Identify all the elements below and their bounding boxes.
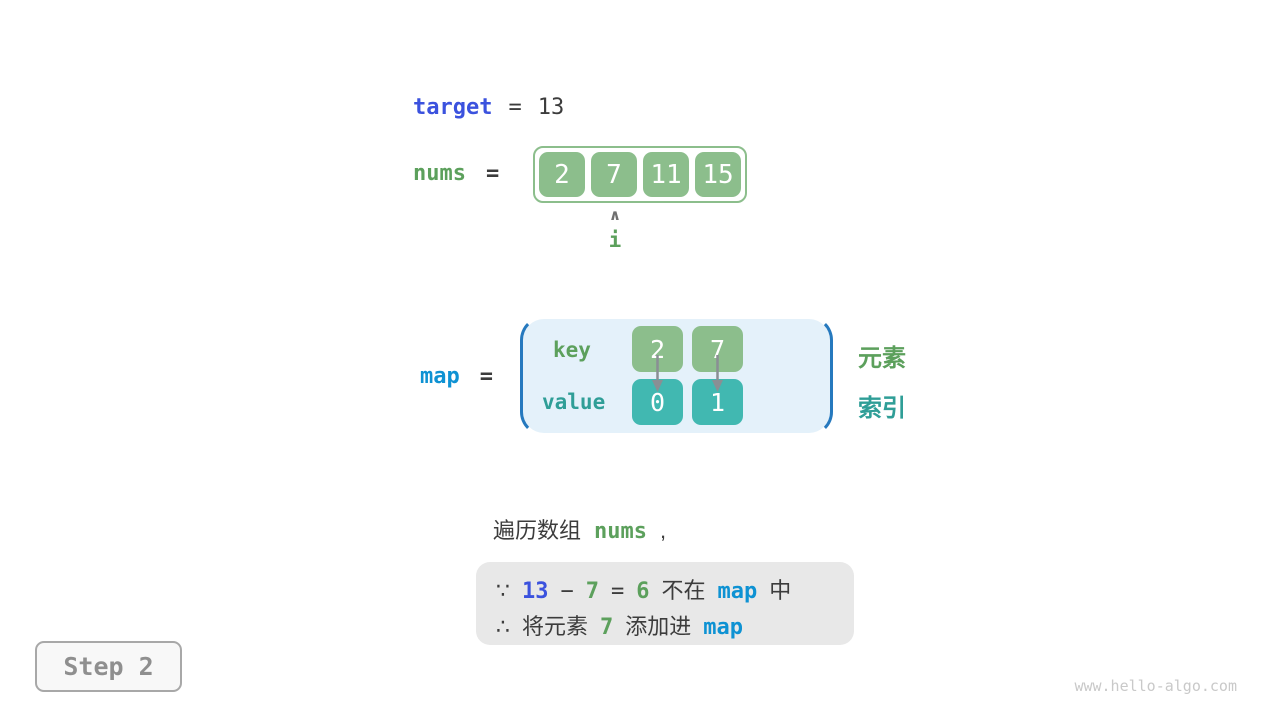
map-equals-sign: = (479, 364, 493, 389)
nums-array-cell: 15 (695, 152, 741, 197)
add-action-text: 添加进 (625, 614, 692, 639)
caption-nums-code: nums (594, 519, 647, 544)
index-pointer-label: i (608, 228, 622, 252)
nums-array-cell: 11 (643, 152, 689, 197)
legend-index-label: 索引 (858, 395, 906, 422)
note-target-number: 13 (522, 579, 549, 604)
map-key-cell: 7 (692, 326, 743, 372)
map-value-cell: 0 (632, 379, 683, 425)
map-line: map = (420, 364, 493, 389)
note-element-number: 7 (585, 579, 599, 604)
index-pointer-icon: ∧ (608, 207, 622, 224)
nums-variable: nums (413, 161, 466, 186)
nums-array: 2 7 11 15 (533, 146, 747, 203)
in-suffix-text: 中 (769, 578, 792, 603)
caption-comma: , (660, 518, 667, 543)
target-equals-sign: = (508, 95, 522, 120)
map-value-row-label: value (542, 390, 606, 414)
add-prefix-text: 将元素 (522, 614, 589, 639)
note-difference-number: 6 (636, 579, 650, 604)
map-variable: map (420, 364, 460, 389)
note-map-code: map (703, 615, 744, 640)
note-line-1: ∵ 13 − 7 = 6 不在 map 中 (496, 573, 854, 604)
nums-array-cell: 7 (591, 152, 637, 197)
note-map-code: map (717, 579, 758, 604)
because-sign: ∵ (496, 578, 510, 603)
watermark: www.hello-algo.com (1074, 677, 1237, 695)
nums-equals-sign: = (485, 161, 500, 186)
map-key-row-label: key (553, 338, 591, 362)
therefore-sign: ∴ (496, 614, 510, 639)
nums-line: nums = (413, 161, 499, 186)
map-value-cell: 1 (692, 379, 743, 425)
not-in-text: 不在 (661, 578, 706, 603)
note-element-number: 7 (600, 615, 614, 640)
map-container: key value 2 7 0 1 (520, 316, 833, 436)
caption-line: 遍历数组 nums , (493, 513, 666, 545)
note-box: ∵ 13 − 7 = 6 不在 map 中 ∴ 将元素 7 添加进 map (476, 562, 854, 645)
step-badge: Step 2 (35, 641, 182, 692)
nums-array-cell: 2 (539, 152, 585, 197)
map-key-cell: 2 (632, 326, 683, 372)
equals-sign: = (611, 579, 625, 604)
target-variable: target (413, 95, 493, 120)
target-value: 13 (537, 95, 565, 120)
caption-text: 遍历数组 (493, 518, 582, 543)
target-line: target = 13 (413, 95, 564, 120)
legend-element-label: 元素 (858, 345, 906, 372)
note-line-2: ∴ 将元素 7 添加进 map (496, 609, 854, 640)
minus-sign: − (560, 579, 574, 604)
